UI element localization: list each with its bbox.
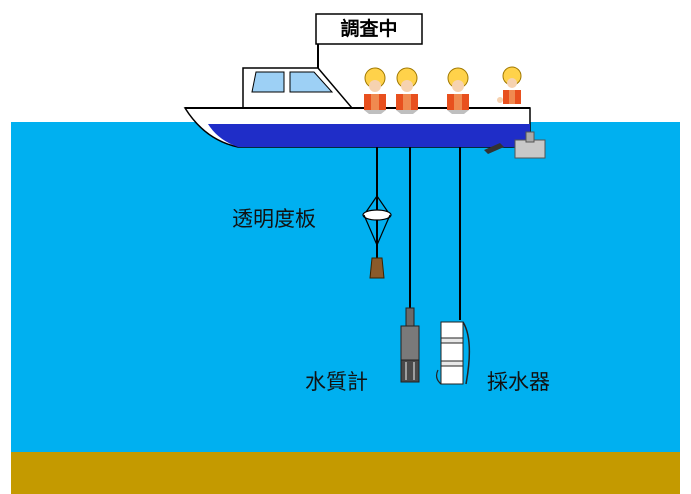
seabed [11,452,680,494]
outboard-motor [484,131,546,159]
water [11,122,680,452]
worker [447,67,469,114]
secchi-disk [362,195,392,279]
flag [315,13,423,70]
worker [497,66,522,104]
water-quality-meter-label: 水質計 [305,370,368,394]
flag-text: 調査中 [340,18,398,40]
boat-hull [183,107,531,148]
boat-cabin [242,67,353,113]
water-quality-meter [400,307,420,383]
worker [396,67,418,114]
hull-stripe [208,124,530,147]
worker [364,67,386,114]
water-sampler-label: 採水器 [487,370,550,394]
water-sampler [435,321,471,385]
secchi-disk-label: 透明度板 [232,207,316,231]
